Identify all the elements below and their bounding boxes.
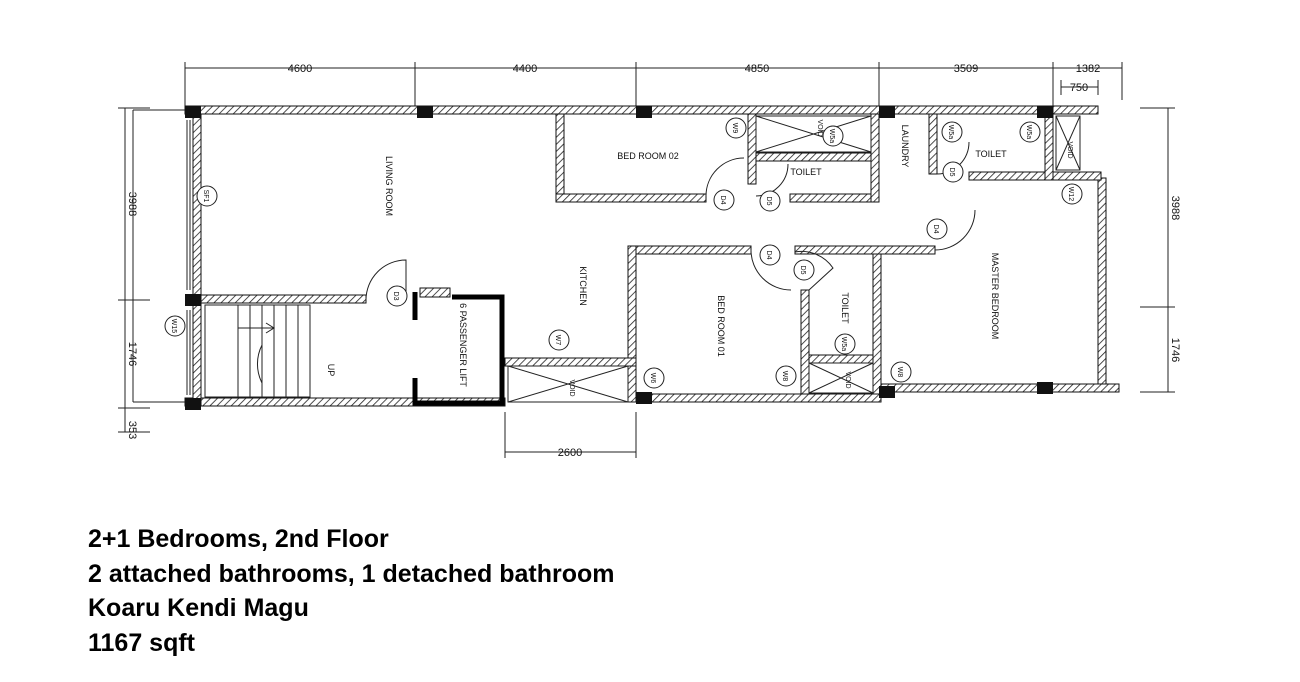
- room-label-laundry: LAUNDRY: [900, 125, 910, 168]
- tag-d5-3: D5: [948, 168, 955, 177]
- tag-d4-1: D4: [719, 196, 726, 205]
- lift-wall: [419, 287, 451, 298]
- tag-sf1: SF1: [202, 190, 209, 203]
- dim-left-1: 3988: [126, 192, 138, 216]
- dim-top-3: 4850: [745, 63, 769, 75]
- tag-d5-2: D5: [799, 266, 806, 275]
- tag-w8-1: W8: [781, 371, 788, 382]
- void-label-4: VOID: [1066, 141, 1073, 158]
- dim-750: 750: [1070, 82, 1088, 94]
- tag-d5-1: D5: [765, 197, 772, 206]
- tag-w5a-4: W5a: [840, 337, 847, 352]
- room-label-toilet-right: TOILET: [975, 149, 1007, 159]
- dim-top-4: 3509: [954, 63, 978, 75]
- tag-w12: W12: [1067, 187, 1074, 202]
- door-swings: [365, 141, 976, 301]
- floor-plan: 4600 4400 4850 3509 1382 750 3988 1746 3…: [118, 62, 1181, 459]
- dim-top-2: 4400: [513, 63, 537, 75]
- tag-w9: W9: [731, 123, 738, 134]
- plan-caption: 2+1 Bedrooms, 2nd Floor 2 attached bathr…: [88, 522, 615, 660]
- dim-top-1: 4600: [288, 63, 312, 75]
- glazing: [132, 109, 191, 403]
- void-areas: [507, 115, 1081, 403]
- dim-right-2: 1746: [1169, 338, 1181, 362]
- tag-w5a-1: W5a: [828, 129, 835, 144]
- caption-area: 1167 sqft: [88, 628, 196, 657]
- dim-right-1: 3988: [1169, 196, 1181, 220]
- caption-bathrooms: 2 attached bathrooms, 1 detached bathroo…: [88, 559, 615, 588]
- dim-left-2: 1746: [126, 342, 138, 366]
- tag-d4-2: D4: [765, 251, 772, 260]
- columns: [185, 106, 1053, 410]
- room-label-bed01: BED ROOM 01: [716, 295, 726, 357]
- room-label-living: LIVING ROOM: [384, 156, 394, 216]
- dim-top-5: 1382: [1076, 63, 1100, 75]
- dimension-lines: [118, 62, 1175, 458]
- tag-w5a-3: W5a: [1025, 125, 1032, 140]
- tag-w5a-2: W5a: [947, 125, 954, 140]
- void-label-3: VOID: [844, 371, 851, 388]
- caption-bedrooms: 2+1 Bedrooms, 2nd Floor: [88, 525, 389, 553]
- void-label-2: VOID: [816, 119, 823, 136]
- tag-w7: W7: [554, 335, 561, 346]
- tag-d3: D3: [392, 292, 399, 301]
- tag-w8-2: W8: [896, 367, 903, 378]
- room-label-toilet-top: TOILET: [790, 167, 822, 177]
- opening-tags: [164, 117, 1083, 389]
- room-label-lift: 6 PASSENGER LIFT: [458, 303, 468, 387]
- room-label-toilet-mid: TOILET: [840, 292, 850, 324]
- dim-left-3: 353: [126, 421, 138, 439]
- room-label-kitchen: KITCHEN: [578, 266, 588, 306]
- tag-w6: W6: [649, 373, 656, 384]
- caption-location: Koaru Kendi Magu: [88, 594, 309, 622]
- tag-d4-3: D4: [932, 225, 939, 234]
- staircase: [204, 304, 311, 398]
- room-label-bed02: BED ROOM 02: [617, 151, 679, 161]
- stair-up-label: UP: [326, 364, 336, 377]
- room-label-master: MASTER BEDROOM: [990, 253, 1000, 340]
- dim-bottom: 2600: [558, 447, 582, 459]
- lift-shaft: [412, 292, 505, 406]
- void-label-1: VOID: [568, 379, 575, 396]
- tag-w15: W15: [170, 319, 177, 334]
